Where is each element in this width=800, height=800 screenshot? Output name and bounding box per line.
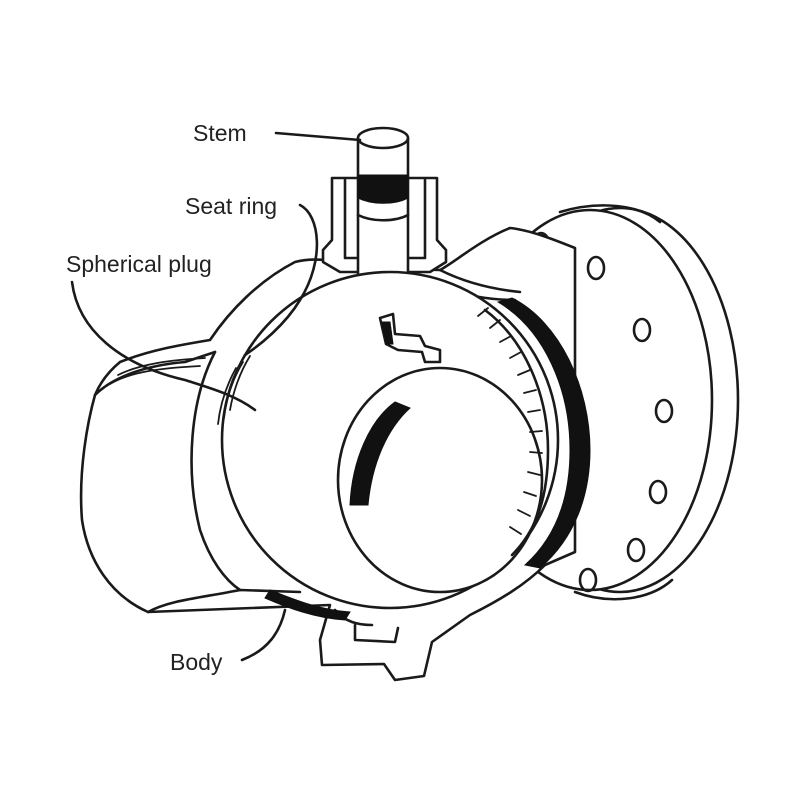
seat-ring <box>477 297 591 569</box>
body-label: Body <box>170 649 223 675</box>
ball-port <box>336 366 544 594</box>
seat-ring-teeth <box>477 307 543 535</box>
seat-ring-leader <box>243 203 319 357</box>
seat-ring-label: Seat ring <box>185 193 277 219</box>
leader-lines <box>70 131 362 662</box>
stem-leader <box>274 131 362 142</box>
lower-seat-detail <box>264 589 351 621</box>
spherical-plug <box>217 270 560 610</box>
spherical-plug-label: Spherical plug <box>66 251 212 277</box>
stem-assembly <box>321 126 448 284</box>
spherical-plug-leader <box>70 280 257 412</box>
stem-label: Stem <box>193 120 247 146</box>
body-leader <box>240 608 287 662</box>
stem <box>356 126 410 284</box>
